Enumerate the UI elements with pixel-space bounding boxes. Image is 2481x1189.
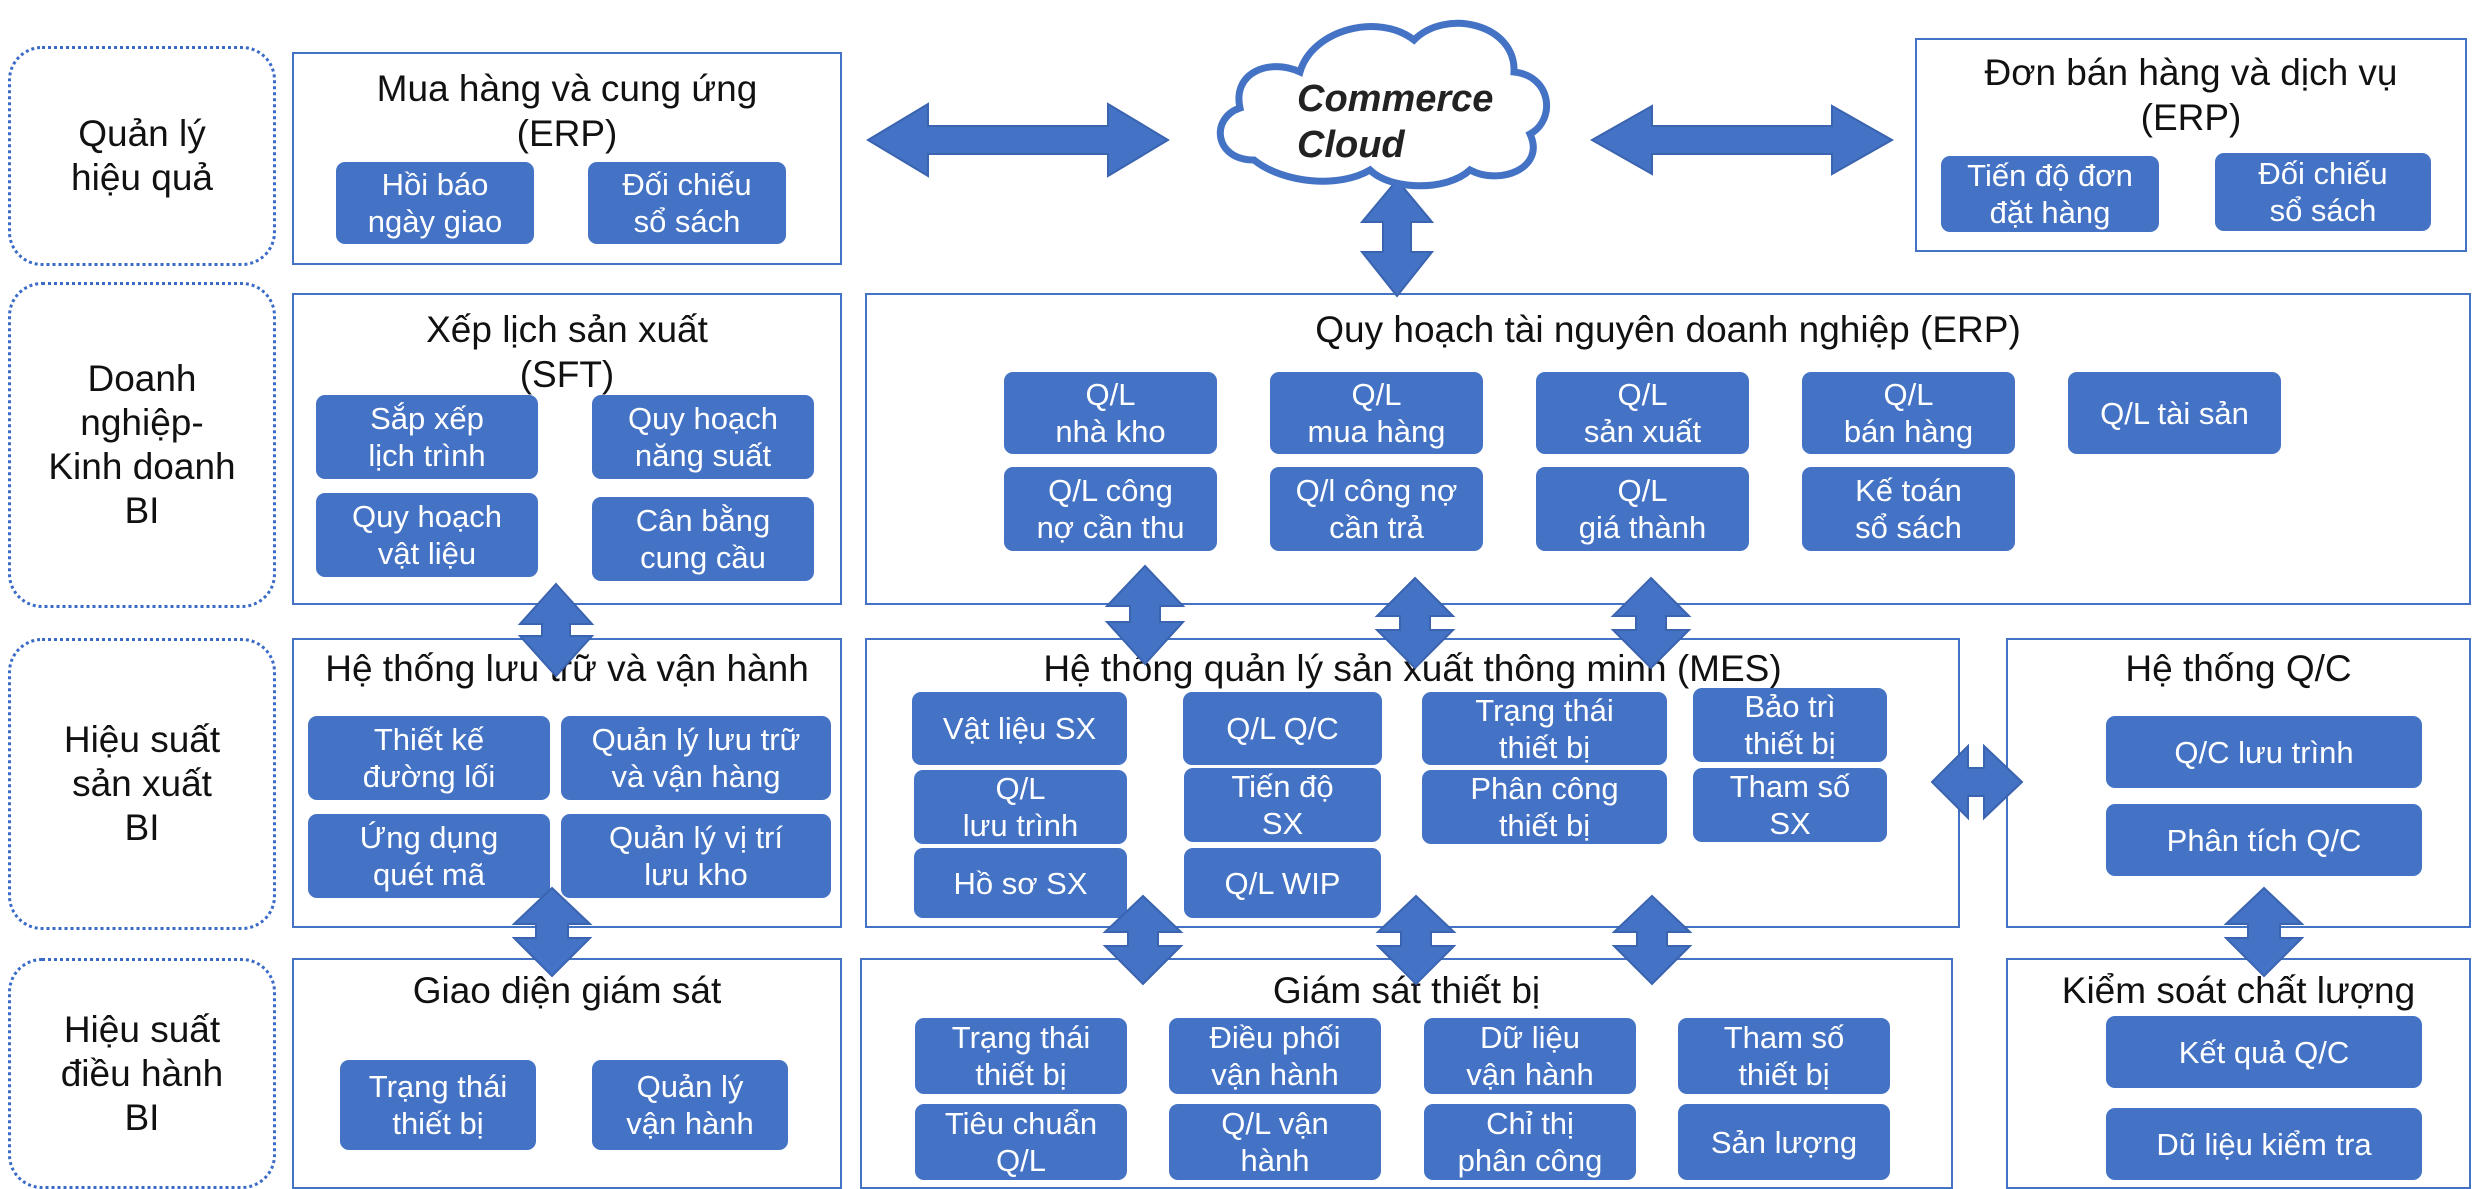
level-label-enterprise: Doanh nghiệp- Kinh doanh BI bbox=[8, 282, 276, 608]
chip-order-progress[interactable]: Tiến độ đơn đặt hàng bbox=[1941, 156, 2159, 232]
chip-scan-app[interactable]: Ứng dụng quét mã bbox=[308, 814, 550, 898]
cloud-icon bbox=[1216, 19, 1550, 190]
chip-qc-analysis[interactable]: Phân tích Q/C bbox=[2106, 804, 2422, 876]
panel-title: Kiểm soát chất lượng bbox=[2061, 970, 2416, 1011]
panel-scheduling: Xếp lịch sản xuất (SFT) Sắp xếp lịch trì… bbox=[292, 293, 842, 605]
chip-mgmt-standard[interactable]: Tiêu chuẩn Q/L bbox=[915, 1104, 1127, 1180]
chip-reconciliation[interactable]: Đối chiếu sổ sách bbox=[2215, 153, 2431, 231]
chip-equipment-maintenance[interactable]: Bảo trì thiết bị bbox=[1693, 688, 1887, 762]
chip-receivables[interactable]: Q/L công nợ cần thu bbox=[1004, 467, 1217, 551]
diamond-arrow-icon bbox=[1611, 894, 1693, 986]
chip-accounting[interactable]: Kế toán sổ sách bbox=[1802, 467, 2015, 551]
chip-operation-mgmt[interactable]: Q/L vận hành bbox=[1169, 1104, 1381, 1180]
chip-warehouse-mgmt[interactable]: Q/L nhà kho bbox=[1004, 372, 1217, 454]
diamond-arrow-icon bbox=[1610, 576, 1692, 670]
diamond-arrow-icon bbox=[1104, 564, 1186, 666]
chip-reconciliation[interactable]: Đối chiếu sổ sách bbox=[588, 162, 786, 244]
chip-production-params[interactable]: Tham số SX bbox=[1693, 768, 1887, 842]
chip-production-records[interactable]: Hồ sơ SX bbox=[914, 848, 1127, 918]
diamond-arrow-icon bbox=[511, 886, 593, 978]
chip-purchase-mgmt[interactable]: Q/L mua hàng bbox=[1270, 372, 1483, 454]
chip-sales-mgmt[interactable]: Q/L bán hàng bbox=[1802, 372, 2015, 454]
double-arrow-icon bbox=[1359, 178, 1435, 298]
chip-wip-mgmt[interactable]: Q/L WIP bbox=[1184, 848, 1381, 918]
chip-production-material[interactable]: Vật liệu SX bbox=[912, 692, 1127, 765]
chip-equipment-params[interactable]: Tham số thiết bị bbox=[1678, 1018, 1890, 1094]
chip-asset-mgmt[interactable]: Q/L tài sản bbox=[2068, 372, 2281, 454]
chip-qc-process[interactable]: Q/C lưu trình bbox=[2106, 716, 2422, 788]
chip-route-design[interactable]: Thiết kế đường lối bbox=[308, 716, 550, 800]
chip-output[interactable]: Sản lượng bbox=[1678, 1104, 1890, 1180]
panel-title: Xếp lịch sản xuất (SFT) bbox=[426, 309, 708, 395]
chip-qc-result[interactable]: Kết quả Q/C bbox=[2106, 1016, 2422, 1088]
level-label-management: Quản lý hiệu quả bbox=[8, 46, 276, 266]
panel-title: Hệ thống quản lý sản xuất thông minh (ME… bbox=[1043, 648, 1782, 689]
cloud-label: Commerce Cloud bbox=[1297, 78, 1494, 166]
chip-delivery-feedback[interactable]: Hồi báo ngày giao bbox=[336, 162, 534, 244]
panel-title: Đơn bán hàng và dịch vụ (ERP) bbox=[1984, 52, 2398, 138]
panel-monitor-ui: Giao diện giám sát Trạng thái thiết bị Q… bbox=[292, 958, 842, 1189]
chip-payables[interactable]: Q/l công nợ cần trả bbox=[1270, 467, 1483, 551]
chip-equipment-status[interactable]: Trạng thái thiết bị bbox=[1422, 692, 1667, 765]
diamond-arrow-icon bbox=[1374, 576, 1456, 670]
panel-title: Mua hàng và cung ứng (ERP) bbox=[376, 68, 758, 154]
double-arrow-icon bbox=[1589, 104, 1895, 176]
chip-qc-mgmt[interactable]: Q/L Q/C bbox=[1183, 692, 1382, 765]
chip-schedule-arrange[interactable]: Sắp xếp lịch trình bbox=[316, 395, 538, 479]
chip-equipment-assignment[interactable]: Phân công thiết bị bbox=[1422, 770, 1667, 844]
diamond-arrow-icon bbox=[1930, 743, 2024, 821]
chip-capacity-planning[interactable]: Quy hoạch năng suất bbox=[592, 395, 814, 479]
diamond-arrow-icon bbox=[2223, 886, 2305, 978]
panel-title: Hệ thống lưu trữ và vận hành bbox=[325, 648, 809, 689]
chip-equipment-status[interactable]: Trạng thái thiết bị bbox=[915, 1018, 1127, 1094]
chip-operation-dispatch[interactable]: Điều phối vận hành bbox=[1169, 1018, 1381, 1094]
chip-location-mgmt[interactable]: Quản lý vị trí lưu kho bbox=[561, 814, 831, 898]
panel-title: Giám sát thiết bị bbox=[1272, 970, 1541, 1011]
panel-equipment-monitor: Giám sát thiết bị Trạng thái thiết bị Đi… bbox=[860, 958, 1953, 1189]
chip-supply-demand[interactable]: Cân bằng cung cầu bbox=[592, 497, 814, 581]
chip-equipment-status[interactable]: Trạng thái thiết bị bbox=[340, 1060, 536, 1150]
chip-assignment-directive[interactable]: Chỉ thị phân công bbox=[1424, 1104, 1636, 1180]
chip-material-planning[interactable]: Quy hoạch vật liệu bbox=[316, 493, 538, 577]
level-label-operation: Hiệu suất điều hành BI bbox=[8, 958, 276, 1189]
diamond-arrow-icon bbox=[517, 582, 595, 678]
panel-warehouse: Hệ thống lưu trữ và vận hành Thiết kế đư… bbox=[292, 638, 842, 928]
chip-production-progress[interactable]: Tiến độ SX bbox=[1184, 768, 1381, 842]
chip-inspection-data[interactable]: Dũ liệu kiểm tra bbox=[2106, 1108, 2422, 1180]
diamond-arrow-icon bbox=[1375, 894, 1457, 986]
panel-erp: Quy hoạch tài nguyên doanh nghiệp (ERP) … bbox=[865, 293, 2471, 605]
panel-title: Quy hoạch tài nguyên doanh nghiệp (ERP) bbox=[1315, 309, 2021, 350]
level-label-production: Hiệu suất sản xuất BI bbox=[8, 638, 276, 930]
chip-production-mgmt[interactable]: Q/L sản xuất bbox=[1536, 372, 1749, 454]
double-arrow-icon bbox=[866, 102, 1170, 178]
panel-purchasing: Mua hàng và cung ứng (ERP) Hồi báo ngày … bbox=[292, 52, 842, 265]
panel-sales: Đơn bán hàng và dịch vụ (ERP) Tiến độ đơ… bbox=[1915, 38, 2467, 252]
chip-operation-mgmt[interactable]: Quản lý vận hành bbox=[592, 1060, 788, 1150]
chip-process-mgmt[interactable]: Q/L lưu trình bbox=[914, 770, 1127, 844]
chip-costing[interactable]: Q/L giá thành bbox=[1536, 467, 1749, 551]
panel-title: Giao diện giám sát bbox=[412, 970, 722, 1011]
chip-operation-data[interactable]: Dữ liệu vận hành bbox=[1424, 1018, 1636, 1094]
diamond-arrow-icon bbox=[1102, 894, 1184, 986]
chip-storage-mgmt[interactable]: Quản lý lưu trữ và vận hàng bbox=[561, 716, 831, 800]
panel-quality-control: Kiểm soát chất lượng Kết quả Q/C Dũ liệu… bbox=[2006, 958, 2471, 1189]
panel-title: Hệ thống Q/C bbox=[2125, 648, 2352, 689]
panel-qc-system: Hệ thống Q/C Q/C lưu trình Phân tích Q/C bbox=[2006, 638, 2471, 928]
